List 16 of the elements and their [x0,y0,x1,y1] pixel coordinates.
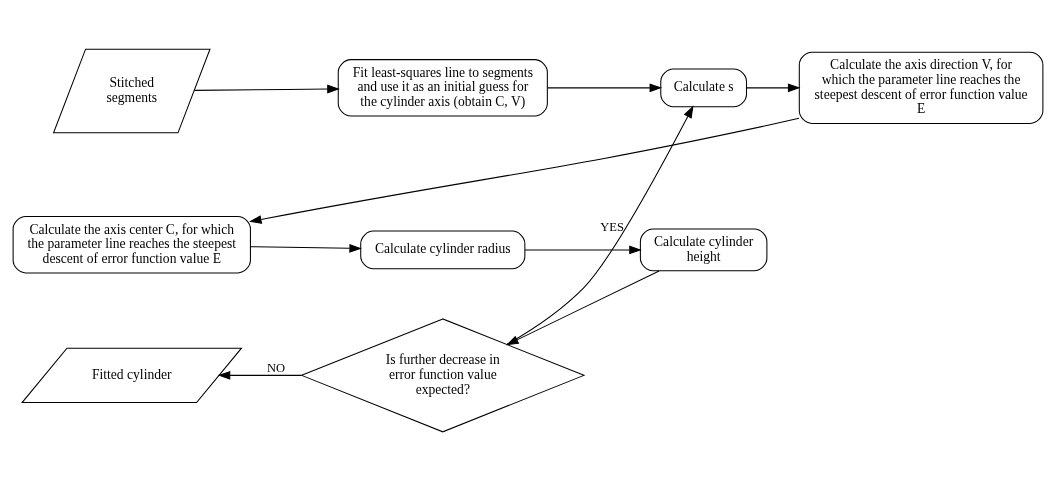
edge-label: YES [600,219,624,234]
arrow [217,370,302,380]
arrow [524,245,642,254]
arrow [746,82,801,92]
node-box: Calculate the axis center C, for which the parameter line reaches the steepest descent of error function value E [12,215,251,273]
arrow [547,82,663,92]
node-diamond: Is further decrease in error function value expected? [300,317,586,432]
arrow [249,117,800,224]
arrow [249,243,362,253]
arrow [193,84,340,93]
node-box: Calculate the axis direction V, for which the parameter line reaches the steepest descent of error function value E [798,51,1044,124]
node-box: Fit least-squares line to segments and use it as an initial guess for the cylinder axis (obtain C, V) [337,58,548,117]
node-box: Calculate s [660,68,748,107]
node-box: Calculate cylinder radius [360,230,526,269]
node-box: Calculate cylinder height [639,227,768,271]
edge-label: NO [266,360,286,375]
